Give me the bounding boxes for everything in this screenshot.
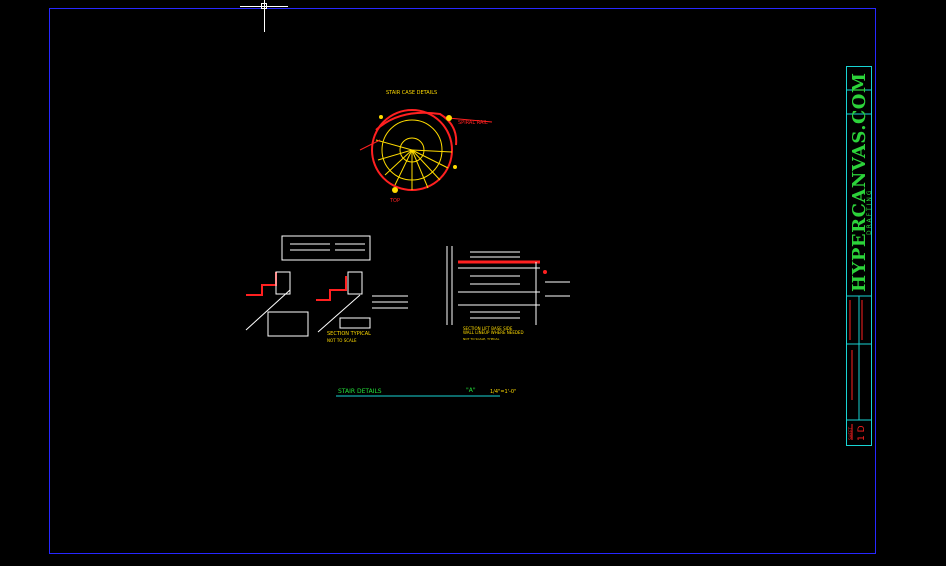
cursor-pickbox: [261, 3, 267, 9]
title-block-red-marks: [849, 300, 863, 440]
drawing-scale: 1/4"=1'-0": [490, 389, 517, 395]
section-typical: [245, 235, 408, 337]
detail-label-2: WALL LINEUP WHERE NEEDED: [463, 330, 524, 335]
detail-mark: "A": [466, 387, 476, 394]
sheet-border: [49, 8, 876, 554]
svg-text:TOP: TOP: [389, 198, 400, 204]
svg-text:SPIRAL RAIL: SPIRAL RAIL: [458, 120, 488, 126]
sheet-label: SHEET: [848, 426, 853, 440]
stair-details-label: STAIR DETAILS: [338, 388, 382, 395]
stair-case-title: STAIR CASE DETAILS: [386, 90, 438, 96]
lift-section-detail: [446, 246, 570, 325]
sheet-number: 1 D: [857, 425, 867, 441]
brand-name: HYPERCANVAS.COM: [849, 72, 870, 292]
section-scale: NOT TO SCALE: [327, 338, 357, 343]
detail-scale: NOT TO SCALE, TYPICAL: [463, 337, 500, 341]
cursor-crosshair-v: [264, 0, 265, 32]
section-label: SECTION TYPICAL: [327, 331, 371, 337]
spiral-stair-plan: SPIRAL RAIL TOP: [359, 109, 493, 204]
title-block-lines: [846, 89, 872, 421]
title-block: [846, 66, 872, 446]
brand-subtitle: DRAFTING: [866, 188, 873, 235]
detail-label: SECTION LIFT BASE SIDE: [463, 326, 513, 331]
